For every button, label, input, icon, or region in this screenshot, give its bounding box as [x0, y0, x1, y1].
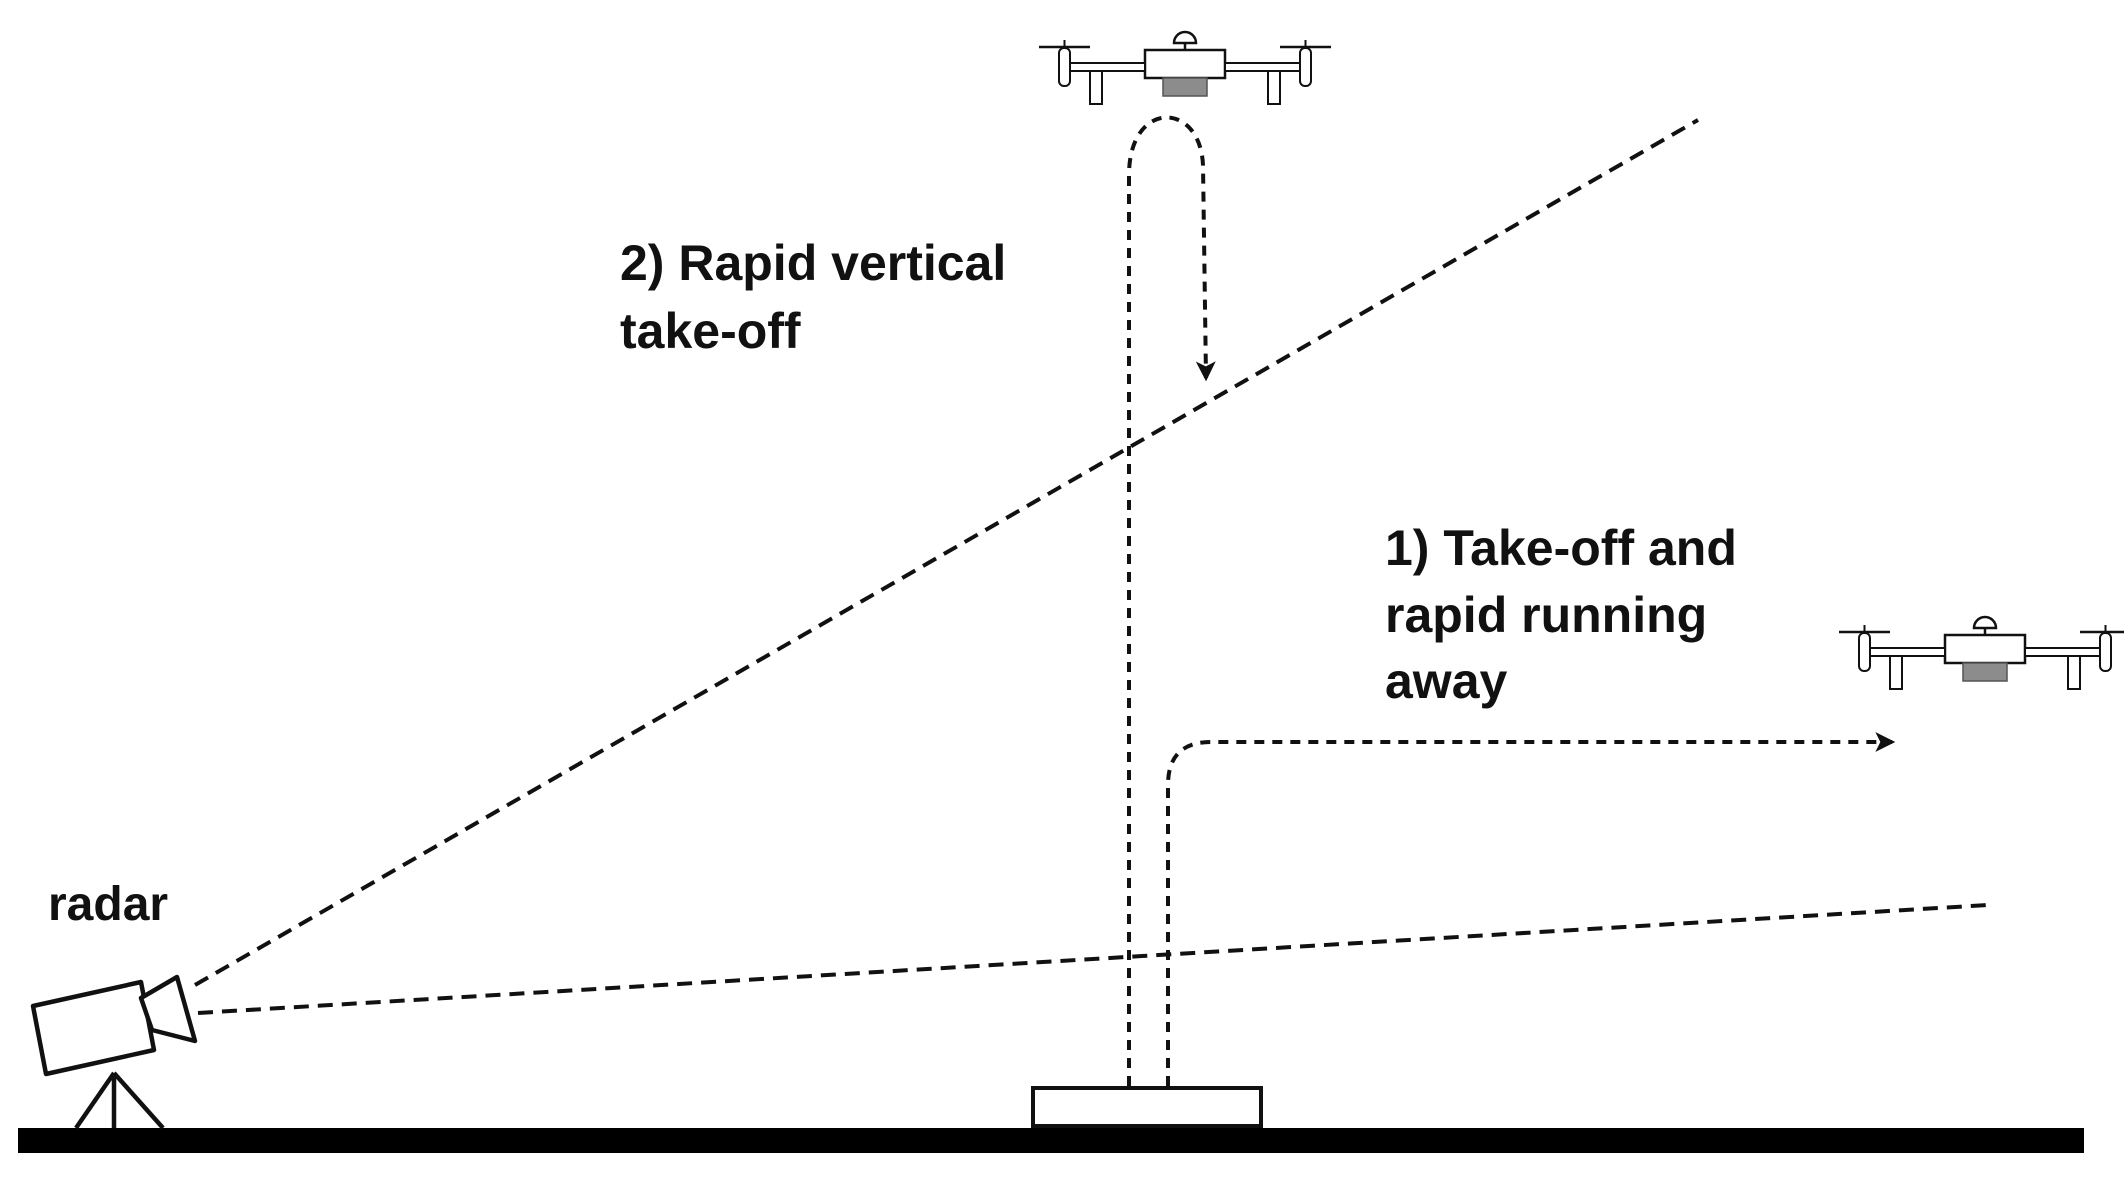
scenario-1-label-line-3: away: [1385, 653, 1508, 709]
drone-icon-running-away: [1837, 615, 2124, 691]
scenario-2-label-line-1: 2) Rapid vertical: [620, 235, 1006, 291]
radar-label: radar: [48, 878, 168, 931]
ground-line: [18, 1128, 2084, 1153]
radar-camera-icon: [30, 974, 198, 1130]
scenario-1-label-line-1: 1) Take-off and: [1385, 520, 1737, 576]
drone-icon-vertical-takeoff: [1037, 30, 1333, 106]
radar-beam-upper-edge: [194, 118, 1699, 987]
radar-field-of-view: [194, 118, 1989, 1015]
scenario-1-label-line-2: rapid running: [1385, 587, 1707, 643]
vertical-takeoff-path: [1127, 115, 1216, 1086]
running-away-path: [1166, 732, 1896, 1086]
scenario-2-label-line-2: take-off: [620, 303, 801, 359]
launch-pad-icon: [1031, 1086, 1263, 1128]
radar-beam-lower-edge: [197, 903, 1989, 1015]
